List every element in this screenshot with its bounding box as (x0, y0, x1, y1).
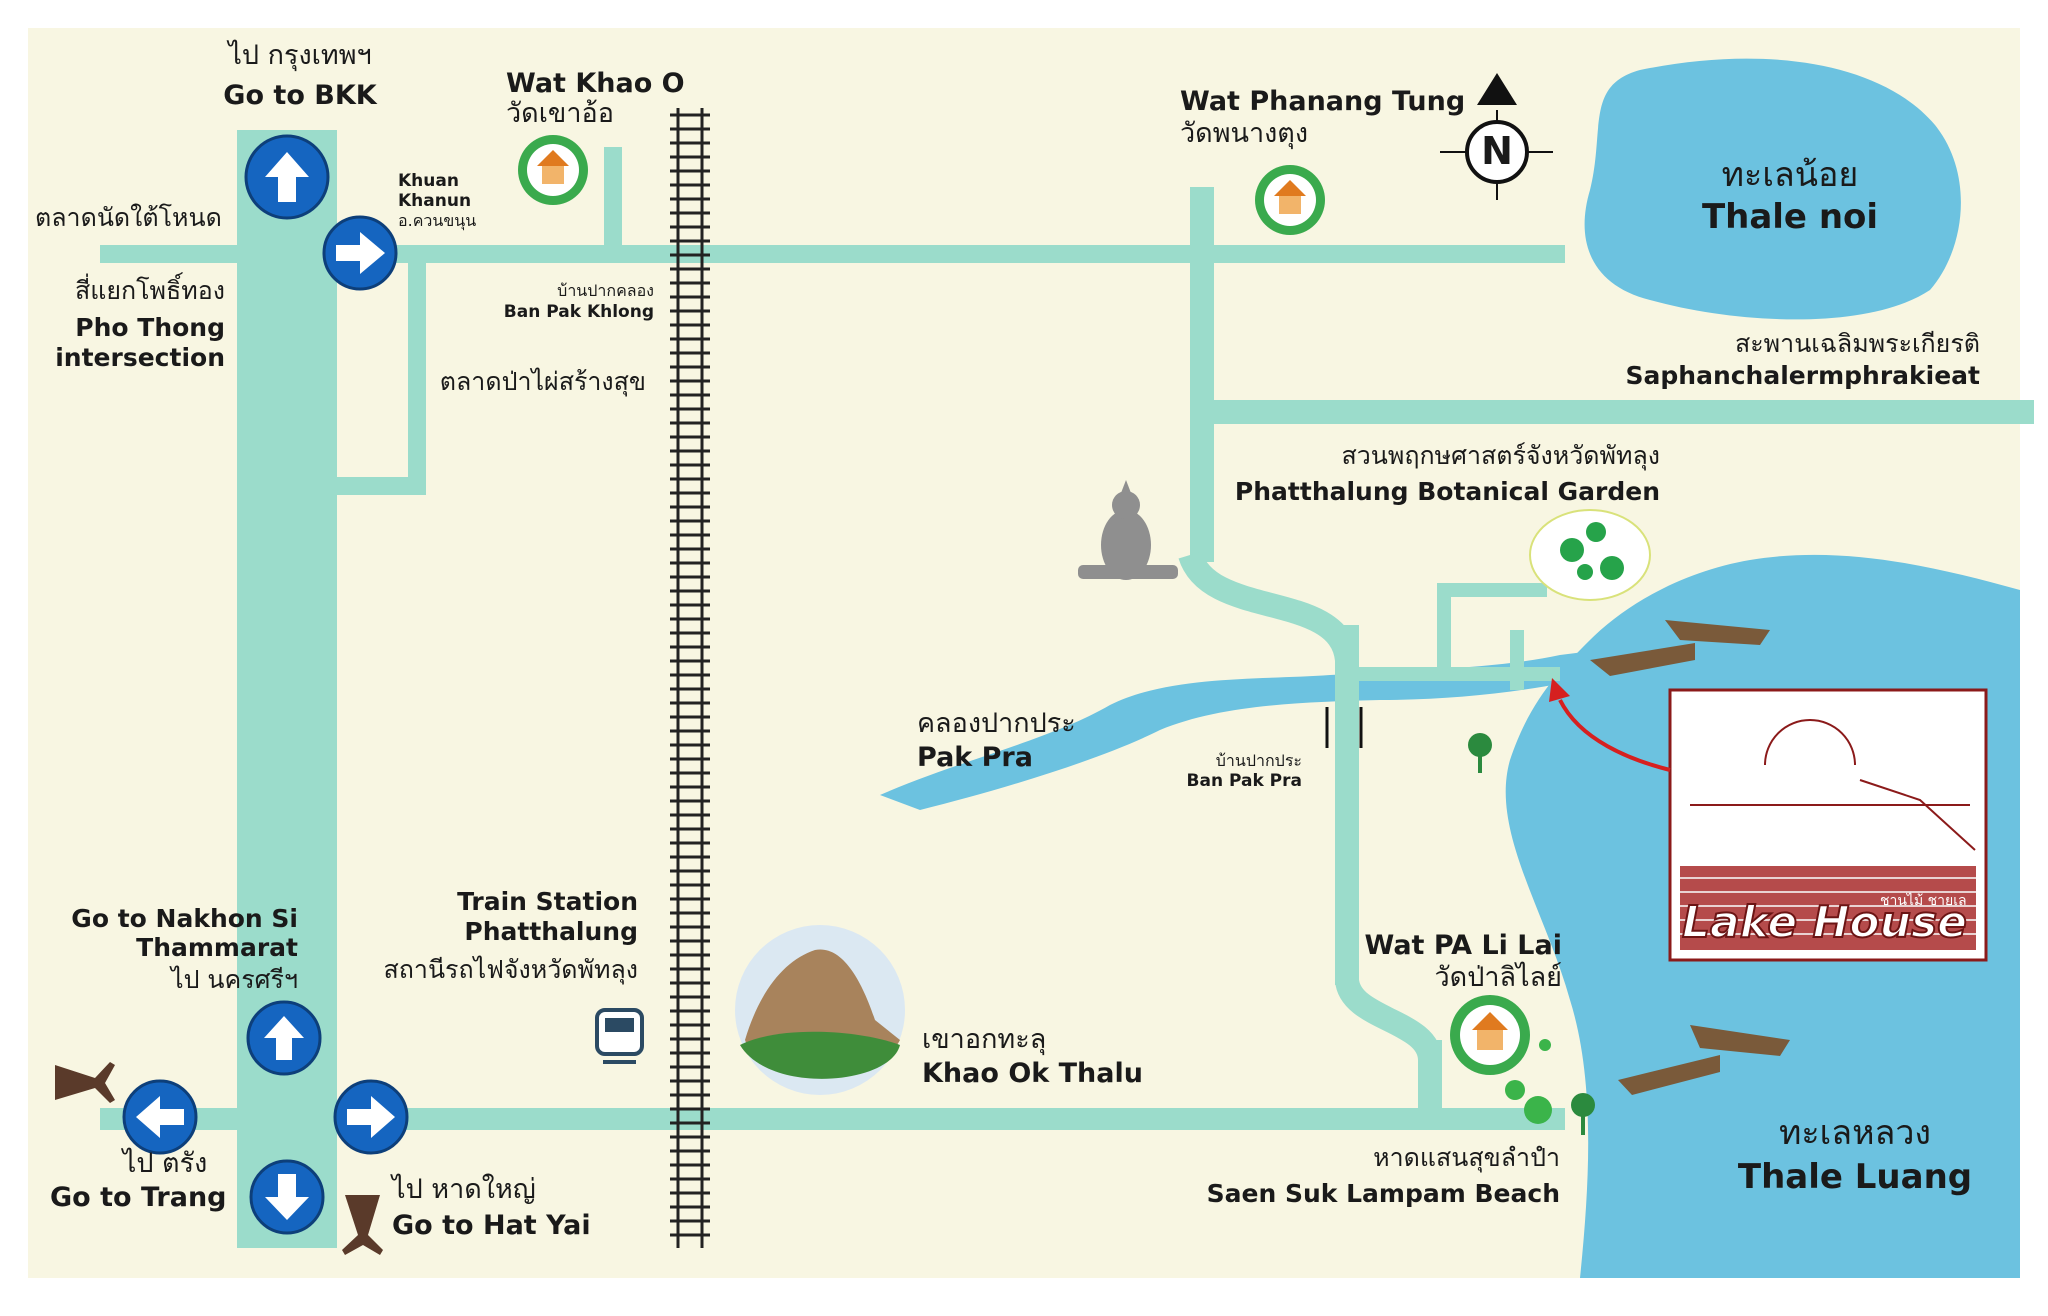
label-khao-ok-en: Khao Ok Thalu (922, 1058, 1143, 1089)
tree-icon-2 (1505, 1080, 1525, 1100)
label-thale-luang-th: ทะเลหลวง (1778, 1113, 1932, 1153)
boat-icon-3 (1690, 1025, 1790, 1056)
road-curve-1 (1178, 550, 1359, 663)
train-icon (595, 1008, 644, 1064)
label-ban-pak-khlong-th: บ้านปากคลอง (557, 281, 654, 300)
road-garden-link-3 (1437, 583, 1547, 597)
road-phanang-vertical (1190, 187, 1214, 562)
buddha-statue-icon (1078, 480, 1178, 580)
thale-noi-lake (1584, 58, 1961, 320)
label-hatyai-th: ไป หาดใหญ่ (392, 1174, 536, 1205)
label-nakhon-th: ไป นครศรีฯ (171, 965, 298, 994)
boat-icon-2 (1590, 643, 1695, 676)
label-ban-pak-pra-th: บ้านปากประ (1215, 751, 1302, 770)
label-wat-pa-en: Wat PA Li Lai (1364, 930, 1563, 961)
road-pak-pra-vertical (1335, 625, 1359, 985)
road-curve-2 (1335, 977, 1442, 1062)
road-saphan (1214, 400, 2034, 424)
sign-khuan-khanun (322, 215, 398, 291)
label-wat-phanang-en: Wat Phanang Tung (1180, 86, 1466, 117)
label-pho-th: สี่แยกโพธิ์ทอง (74, 276, 225, 305)
label-lake-house-th: ชานไม้ ชายเล (1880, 893, 1967, 909)
road-garden-link-4 (1510, 630, 1524, 690)
label-thale-luang-en: Thale Luang (1737, 1157, 1973, 1197)
road-signs (122, 134, 409, 1235)
label-train-en-1: Train Station (457, 887, 638, 916)
label-beach-en: Saen Suk Lampam Beach (1206, 1179, 1560, 1208)
label-garden-th: สวนพฤกษศาสตร์จังหวัดพัทลุง (1341, 441, 1660, 470)
label-khuan-en-2: Khanun (398, 191, 472, 211)
label-market-night: ตลาดนัดใต้โหนด (35, 203, 222, 232)
label-bkk-en: Go to BKK (223, 80, 377, 111)
sign-go-bkk (244, 134, 330, 220)
label-pakpra-th: คลองปากประ (917, 708, 1076, 739)
label-wat-phanang-th: วัดพนางตุง (1180, 118, 1309, 149)
label-bridge-th: สะพานเฉลิมพระเกียรติ (1735, 329, 1980, 358)
label-pho-en-1: Pho Thong (75, 313, 225, 342)
airplane-south-icon (342, 1195, 383, 1255)
label-pakpra-en: Pak Pra (917, 742, 1033, 773)
label-ban-pak-pra-en: Ban Pak Pra (1186, 771, 1302, 791)
road-local-vertical (408, 255, 426, 495)
label-pho-en-2: intersection (55, 343, 225, 372)
north-compass-icon (1440, 73, 1553, 200)
botanical-garden-icon (1529, 509, 1651, 601)
label-nakhon-en-2: Thammarat (136, 933, 298, 962)
palm-tree-icons (1468, 733, 1595, 1135)
label-train-th: สถานีรถไฟจังหวัดพัทลุง (383, 955, 638, 984)
label-train-en-2: Phatthalung (464, 917, 638, 946)
label-trang-en: Go to Trang (50, 1182, 227, 1213)
airplane-west-icon (55, 1062, 115, 1103)
label-bridge-en: Saphanchalermphrakieat (1625, 361, 1981, 390)
tree-icon-1 (1524, 1096, 1552, 1124)
label-thale-noi-th: ทะเลน้อย (1721, 155, 1859, 195)
label-beach-th: หาดแสนสุขลำปำ (1373, 1143, 1560, 1172)
temple-wat-pa-li-lai-icon (1450, 995, 1530, 1075)
road-garden-link-2 (1437, 583, 1451, 673)
sign-go-nakhon (246, 1000, 322, 1076)
road-local-stub (337, 477, 417, 495)
label-hatyai-en: Go to Hat Yai (392, 1210, 591, 1241)
label-market-bamboo: ตลาดป่าไผ่สร้างสุข (439, 367, 646, 396)
label-khao-ok-th: เขาอกทะลุ (922, 1024, 1047, 1055)
label-khuan-en-1: Khuan (398, 171, 459, 191)
label-wat-khao-o-th: วัดเขาอ้อ (506, 98, 614, 129)
airplane-icons (55, 1062, 383, 1255)
road-garden-link (1355, 667, 1560, 681)
temple-wat-phanang-icon (1255, 165, 1325, 235)
lake-house-logo-card (1668, 688, 1988, 962)
sign-go-hatyai-right (333, 1079, 409, 1155)
boat-icon-1 (1665, 620, 1770, 645)
sign-go-south (249, 1159, 325, 1235)
temple-wat-khao-o-icon (518, 135, 588, 205)
label-lake-house: Lake House (1681, 896, 1968, 948)
road-south-horizontal (100, 1108, 1565, 1130)
label-garden-en: Phatthalung Botanical Garden (1234, 477, 1660, 506)
sign-go-trang (122, 1079, 198, 1155)
label-thale-noi-en: Thale noi (1701, 197, 1879, 237)
lake-house-pointer-arrowhead (1549, 678, 1570, 702)
road-wat-khao-o (604, 147, 622, 257)
label-wat-khao-o-en: Wat Khao O (506, 68, 685, 99)
temple-icons (518, 135, 1530, 1075)
lake-house-pointer-arrow (1558, 699, 1671, 772)
label-nakhon-en-1: Go to Nakhon Si (71, 904, 298, 933)
tree-icon-3 (1539, 1039, 1551, 1051)
road-north-horizontal (100, 245, 1565, 263)
boat-icon-4 (1618, 1055, 1720, 1095)
label-khuan-th: อ.ควนขนุน (398, 211, 477, 230)
road-highway-main (237, 130, 337, 1248)
label-ban-pak-khlong-en: Ban Pak Khlong (503, 302, 654, 322)
label-trang-th: ไป ตรัง (122, 1148, 208, 1179)
khao-ok-thalu-mountain-icon (735, 925, 905, 1095)
pak-pra-canal (880, 650, 1600, 810)
label-north: N (1481, 129, 1513, 173)
label-bkk-th: ไป กรุงเทพฯ (228, 40, 372, 71)
boat-icons (1590, 620, 1790, 1095)
label-wat-pa-th: วัดป่าลิไลย์ (1434, 962, 1563, 993)
